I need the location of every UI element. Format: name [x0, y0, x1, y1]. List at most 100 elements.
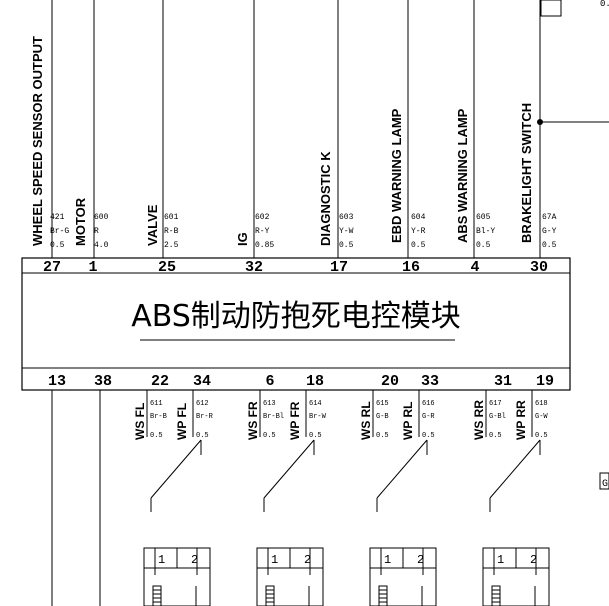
top-wire-number-1: 600 — [94, 213, 109, 222]
top-wire-number-4: 605 — [476, 213, 491, 222]
bottom-pin-number-31: 31 — [494, 373, 512, 390]
bottom-pin-number-18: 18 — [306, 373, 324, 390]
twist-diagonal-fl — [150, 439, 202, 499]
ws-wire-number-rr: 617 — [489, 400, 502, 408]
ws-wire-size-fl: 0.5 — [150, 432, 163, 440]
side-mark-box — [599, 472, 609, 490]
top-pin-number-16: 16 — [402, 259, 420, 276]
wp-wire-color-rr: G-W — [535, 413, 548, 421]
top-wire-size-32: 0.85 — [255, 241, 274, 250]
top-wire-size-30: 0.5 — [542, 241, 557, 250]
top-wire-color-16: Y-R — [411, 227, 426, 236]
wp-wire-number-fr: 614 — [309, 400, 322, 408]
ws-wire-size-fr: 0.5 — [263, 432, 276, 440]
top-pin-number-30: 30 — [530, 259, 548, 276]
bottom-pin-number-20: 20 — [381, 373, 399, 390]
top-wire-size-25: 2.5 — [164, 241, 179, 250]
ws-wire-color-fr: Br-Bl — [263, 413, 284, 421]
top-wire-number-30: 67A — [542, 213, 557, 222]
corner-text: 0. — [600, 0, 609, 9]
ws-wire-color-rl: G-B — [376, 413, 389, 421]
side-mark: G — [602, 479, 608, 490]
top-wire-size-1: 4.0 — [94, 241, 109, 250]
wp-wire-color-fr: Br-W — [309, 413, 327, 421]
top-label-17: DIAGNOSTIC K — [318, 151, 333, 246]
top-label-32: IG — [235, 232, 250, 246]
abs-module-box — [21, 257, 571, 391]
wp-label-rl: WP RL — [401, 402, 415, 440]
top-pin-number-32: 32 — [245, 259, 263, 276]
connector-pin-1-rr: 1 — [497, 553, 504, 567]
top-pin-number-17: 17 — [330, 259, 348, 276]
connector-pin-2-fr: 2 — [304, 553, 311, 567]
connector-hatch-box-fl — [152, 585, 162, 606]
top-label-25: VALVE — [145, 204, 160, 246]
top-wire-size-4: 0.5 — [476, 241, 491, 250]
bottom-pin-number-13: 13 — [48, 373, 66, 390]
top-wire-color-17: Y-W — [339, 227, 354, 236]
top-wire-color-4: Bl-Y — [476, 227, 495, 236]
ws-label-rr: WS RR — [472, 400, 486, 440]
connector-hatch-box-fr — [265, 585, 275, 606]
top-wire-number-32: 602 — [255, 213, 270, 222]
wp-wire-color-rl: G-R — [422, 413, 435, 421]
twist-diagonal-rr — [489, 439, 541, 499]
connector-pin-1-fl: 1 — [158, 553, 165, 567]
connector-hatch-box-rr — [491, 585, 501, 606]
top-wire-color-30: G-Y — [542, 227, 557, 236]
wp-wire-number-fl: 612 — [196, 400, 209, 408]
top-pin-number-4: 4 — [470, 259, 479, 276]
wp-label-fl: WP FL — [175, 403, 189, 440]
ws-wire-number-fl: 611 — [150, 400, 163, 408]
top-label-16: EBD WARNING LAMP — [389, 108, 404, 243]
top-label-30: BRAKELIGHT SWITCH — [519, 103, 534, 243]
ws-label-fl: WS FL — [133, 403, 147, 440]
bottom-pin-number-22: 22 — [151, 373, 169, 390]
top-pin-number-25: 25 — [158, 259, 176, 276]
wp-label-rr: WP RR — [514, 400, 528, 440]
twist-diagonal-fr — [263, 439, 315, 499]
ws-label-rl: WS RL — [359, 401, 373, 440]
top-pin-number-27: 27 — [43, 259, 61, 276]
ws-wire-color-fl: Br-B — [150, 413, 167, 421]
ws-wire-number-fr: 613 — [263, 400, 276, 408]
bottom-pin-number-6: 6 — [265, 373, 274, 390]
twist-diagonal-rl — [376, 439, 428, 499]
connector-hatch-box-rl — [378, 585, 388, 606]
wp-wire-size-rl: 0.5 — [422, 432, 435, 440]
ws-wire-color-rr: G-Bl — [489, 413, 506, 421]
top-wire-number-17: 603 — [339, 213, 354, 222]
top-label-4: ABS WARNING LAMP — [455, 108, 470, 243]
top-wire-color-27: Br-G — [50, 227, 69, 236]
top-wire-color-1: R — [94, 227, 99, 236]
wp-wire-size-fr: 0.5 — [309, 432, 322, 440]
connector-pin-1-rl: 1 — [384, 553, 391, 567]
wp-label-fr: WP FR — [288, 401, 302, 440]
top-pin-number-1: 1 — [88, 259, 97, 276]
ws-wire-size-rl: 0.5 — [376, 432, 389, 440]
wp-wire-number-rl: 616 — [422, 400, 435, 408]
top-wire-color-25: R-B — [164, 227, 179, 236]
bottom-pin-number-34: 34 — [193, 373, 211, 390]
top-wire-number-27: 421 — [50, 213, 65, 222]
connector-pin-1-fr: 1 — [271, 553, 278, 567]
corner-box — [540, 0, 562, 17]
top-wire-size-27: 0.5 — [50, 241, 65, 250]
wp-wire-size-fl: 0.5 — [196, 432, 209, 440]
top-label-27: WHEEL SPEED SENSOR OUTPUT — [30, 36, 45, 246]
top-wire-size-17: 0.5 — [339, 241, 354, 250]
bottom-pin-number-33: 33 — [421, 373, 439, 390]
module-title: ABS制动防抱死电控模块 — [131, 299, 461, 334]
connector-pin-2-fl: 2 — [191, 553, 198, 567]
top-wire-number-16: 604 — [411, 213, 426, 222]
connector-pin-2-rl: 2 — [417, 553, 424, 567]
wp-wire-size-rr: 0.5 — [535, 432, 548, 440]
bottom-pin-number-38: 38 — [94, 373, 112, 390]
ws-wire-number-rl: 615 — [376, 400, 389, 408]
wp-wire-number-rr: 618 — [535, 400, 548, 408]
ws-wire-size-rr: 0.5 — [489, 432, 502, 440]
